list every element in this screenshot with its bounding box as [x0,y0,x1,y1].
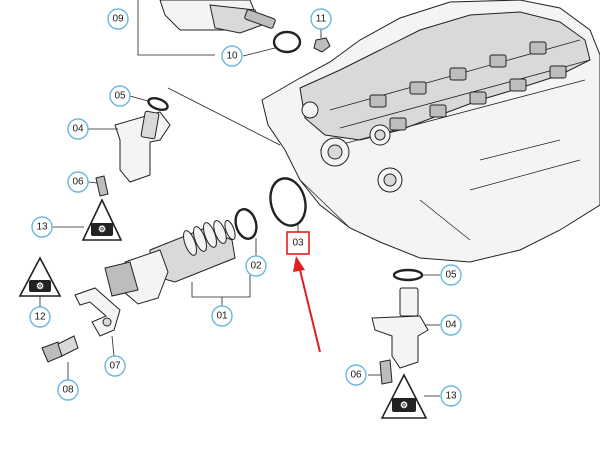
part-01-solenoid-valve [104,220,251,306]
cylinder-head [261,0,600,263]
callout-09[interactable]: 09 [107,8,129,30]
callout-label: 04 [72,124,84,135]
callout-label: 06 [350,370,362,381]
svg-text:⚙: ⚙ [400,400,408,410]
highlight-label: 03 [292,238,304,249]
highlight-arrow-head [293,256,305,272]
part-08-bolt [41,335,79,380]
callout-11[interactable]: 11 [310,8,332,30]
callout-label: 10 [226,51,238,62]
callout-13-right[interactable]: 13 [440,385,462,407]
callout-label: 04 [445,320,457,331]
callout-06-left[interactable]: 06 [67,171,89,193]
callout-label: 13 [36,222,48,233]
torque-warning-icon: ⚙ [52,198,123,241]
part-09-actuator [137,0,276,56]
part-10-clamp [242,30,302,57]
callout-04-left[interactable]: 04 [67,118,89,140]
highlight-indicator [293,256,321,353]
callout-05-left[interactable]: 05 [109,85,131,107]
callout-08[interactable]: 08 [57,379,79,401]
highlight-box-03: 03 [286,231,310,255]
callout-04-right[interactable]: 04 [440,314,462,336]
callout-10[interactable]: 10 [221,45,243,67]
callout-label: 05 [114,91,126,102]
callout-label: 13 [445,391,457,402]
callout-13-left[interactable]: 13 [31,216,53,238]
highlight-arrow [299,269,321,353]
part-07-bracket [74,287,121,357]
cam-bearing-caps [369,41,567,131]
left-sensor-assembly [87,87,281,197]
callout-label: 02 [250,261,262,272]
torque-warning-icon: ⚙ [18,256,62,307]
callout-label: 12 [34,312,46,323]
callout-label: 11 [316,14,327,25]
part-03-o-ring [269,177,307,232]
part-11-nut [313,29,331,53]
callout-02[interactable]: 02 [245,255,267,277]
callout-label: 07 [109,361,121,372]
callout-label: 08 [62,385,74,396]
svg-text:⚙: ⚙ [36,281,44,291]
torque-warning-icon: ⚙ [380,373,440,419]
callout-label: 06 [72,177,84,188]
part-02-o-ring [234,208,258,256]
right-sensor-assembly [368,268,440,385]
svg-text:⚙: ⚙ [98,224,106,234]
callout-label: 05 [445,270,457,281]
callout-01[interactable]: 01 [211,305,233,327]
callout-12[interactable]: 12 [29,306,51,328]
callout-label: 09 [112,14,124,25]
valve-spool-rings [183,220,236,256]
callout-06-right[interactable]: 06 [345,364,367,386]
callout-label: 01 [216,311,228,322]
callout-05-right[interactable]: 05 [440,264,462,286]
callout-07[interactable]: 07 [104,355,126,377]
